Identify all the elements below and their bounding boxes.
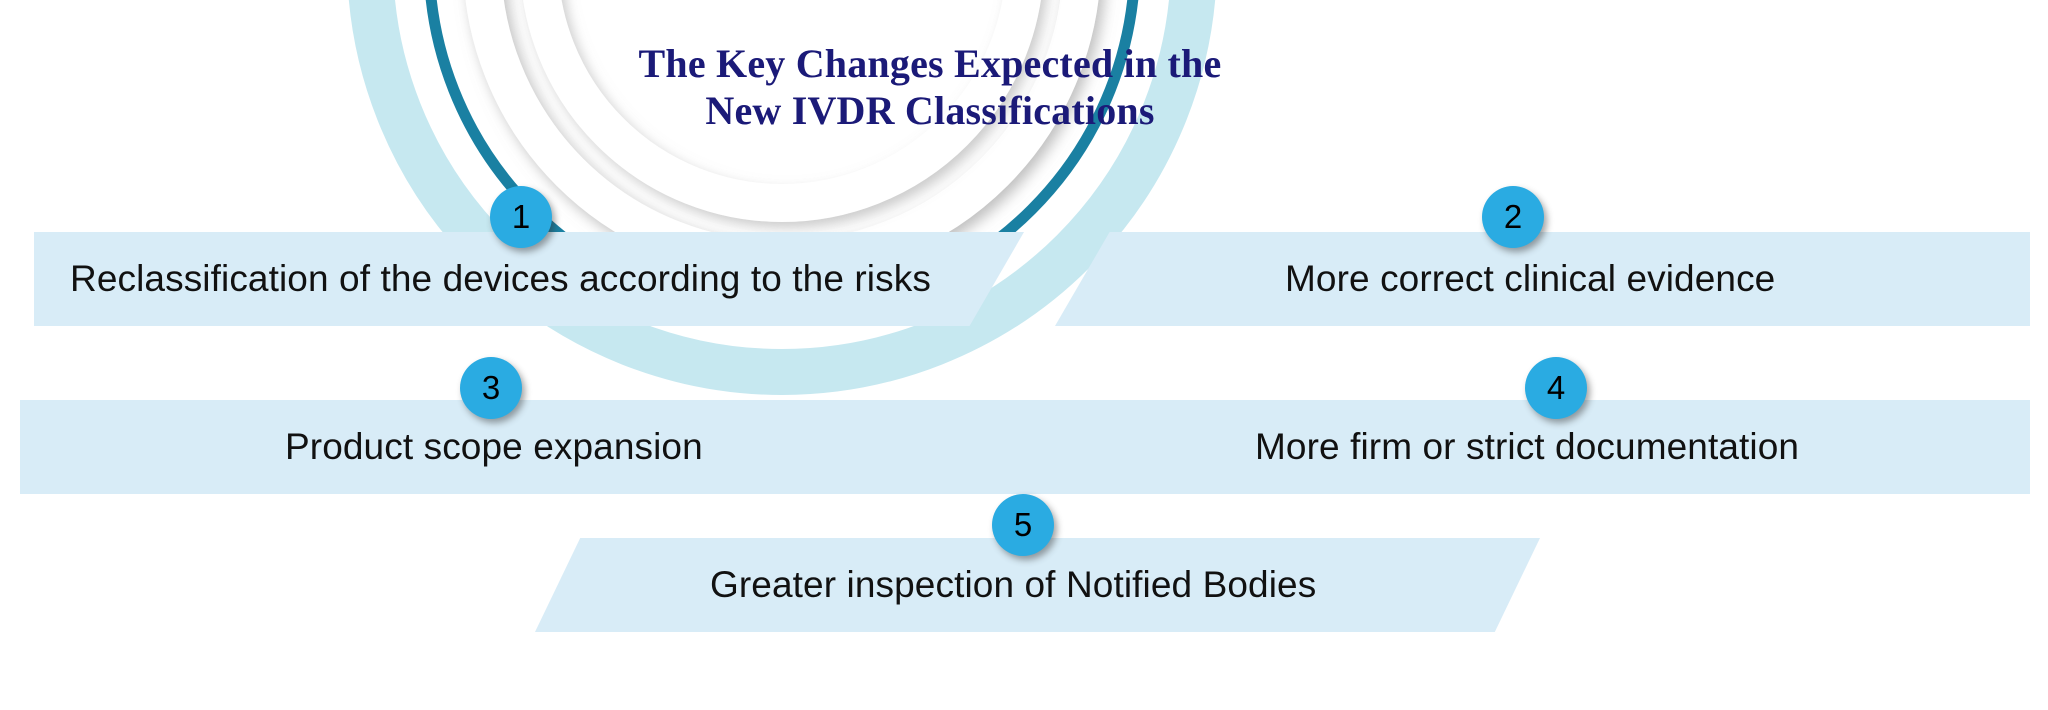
arc-pale-cyan-outer (348, 0, 1216, 395)
item-band-4[interactable]: More firm or strict documentation (905, 400, 2030, 494)
item-band-5[interactable]: Greater inspection of Notified Bodies (535, 538, 1540, 632)
item-number-badge-3[interactable]: 3 (460, 357, 522, 419)
item-number-badge-5[interactable]: 5 (992, 494, 1054, 556)
page-title-line-2: New IVDR Classifications (705, 88, 1155, 134)
item-label-4: More firm or strict documentation (1255, 426, 1800, 467)
item-band-2[interactable]: More correct clinical evidence (1055, 232, 2030, 326)
page-title: The Key Changes Expected in the New IVDR… (620, 40, 1240, 134)
item-label-2: More correct clinical evidence (1285, 258, 1776, 299)
item-number-badge-1[interactable]: 1 (490, 186, 552, 248)
item-band-1[interactable]: Reclassification of the devices accordin… (34, 232, 1024, 326)
item-number-badge-4[interactable]: 4 (1525, 357, 1587, 419)
item-label-5: Greater inspection of Notified Bodies (710, 564, 1317, 605)
item-number-badge-2[interactable]: 2 (1482, 186, 1544, 248)
item-label-1: Reclassification of the devices accordin… (70, 258, 931, 299)
item-label-3: Product scope expansion (285, 426, 703, 467)
arc-white-inner (523, 0, 1041, 222)
page-title-line-1: The Key Changes Expected in the (638, 41, 1222, 86)
